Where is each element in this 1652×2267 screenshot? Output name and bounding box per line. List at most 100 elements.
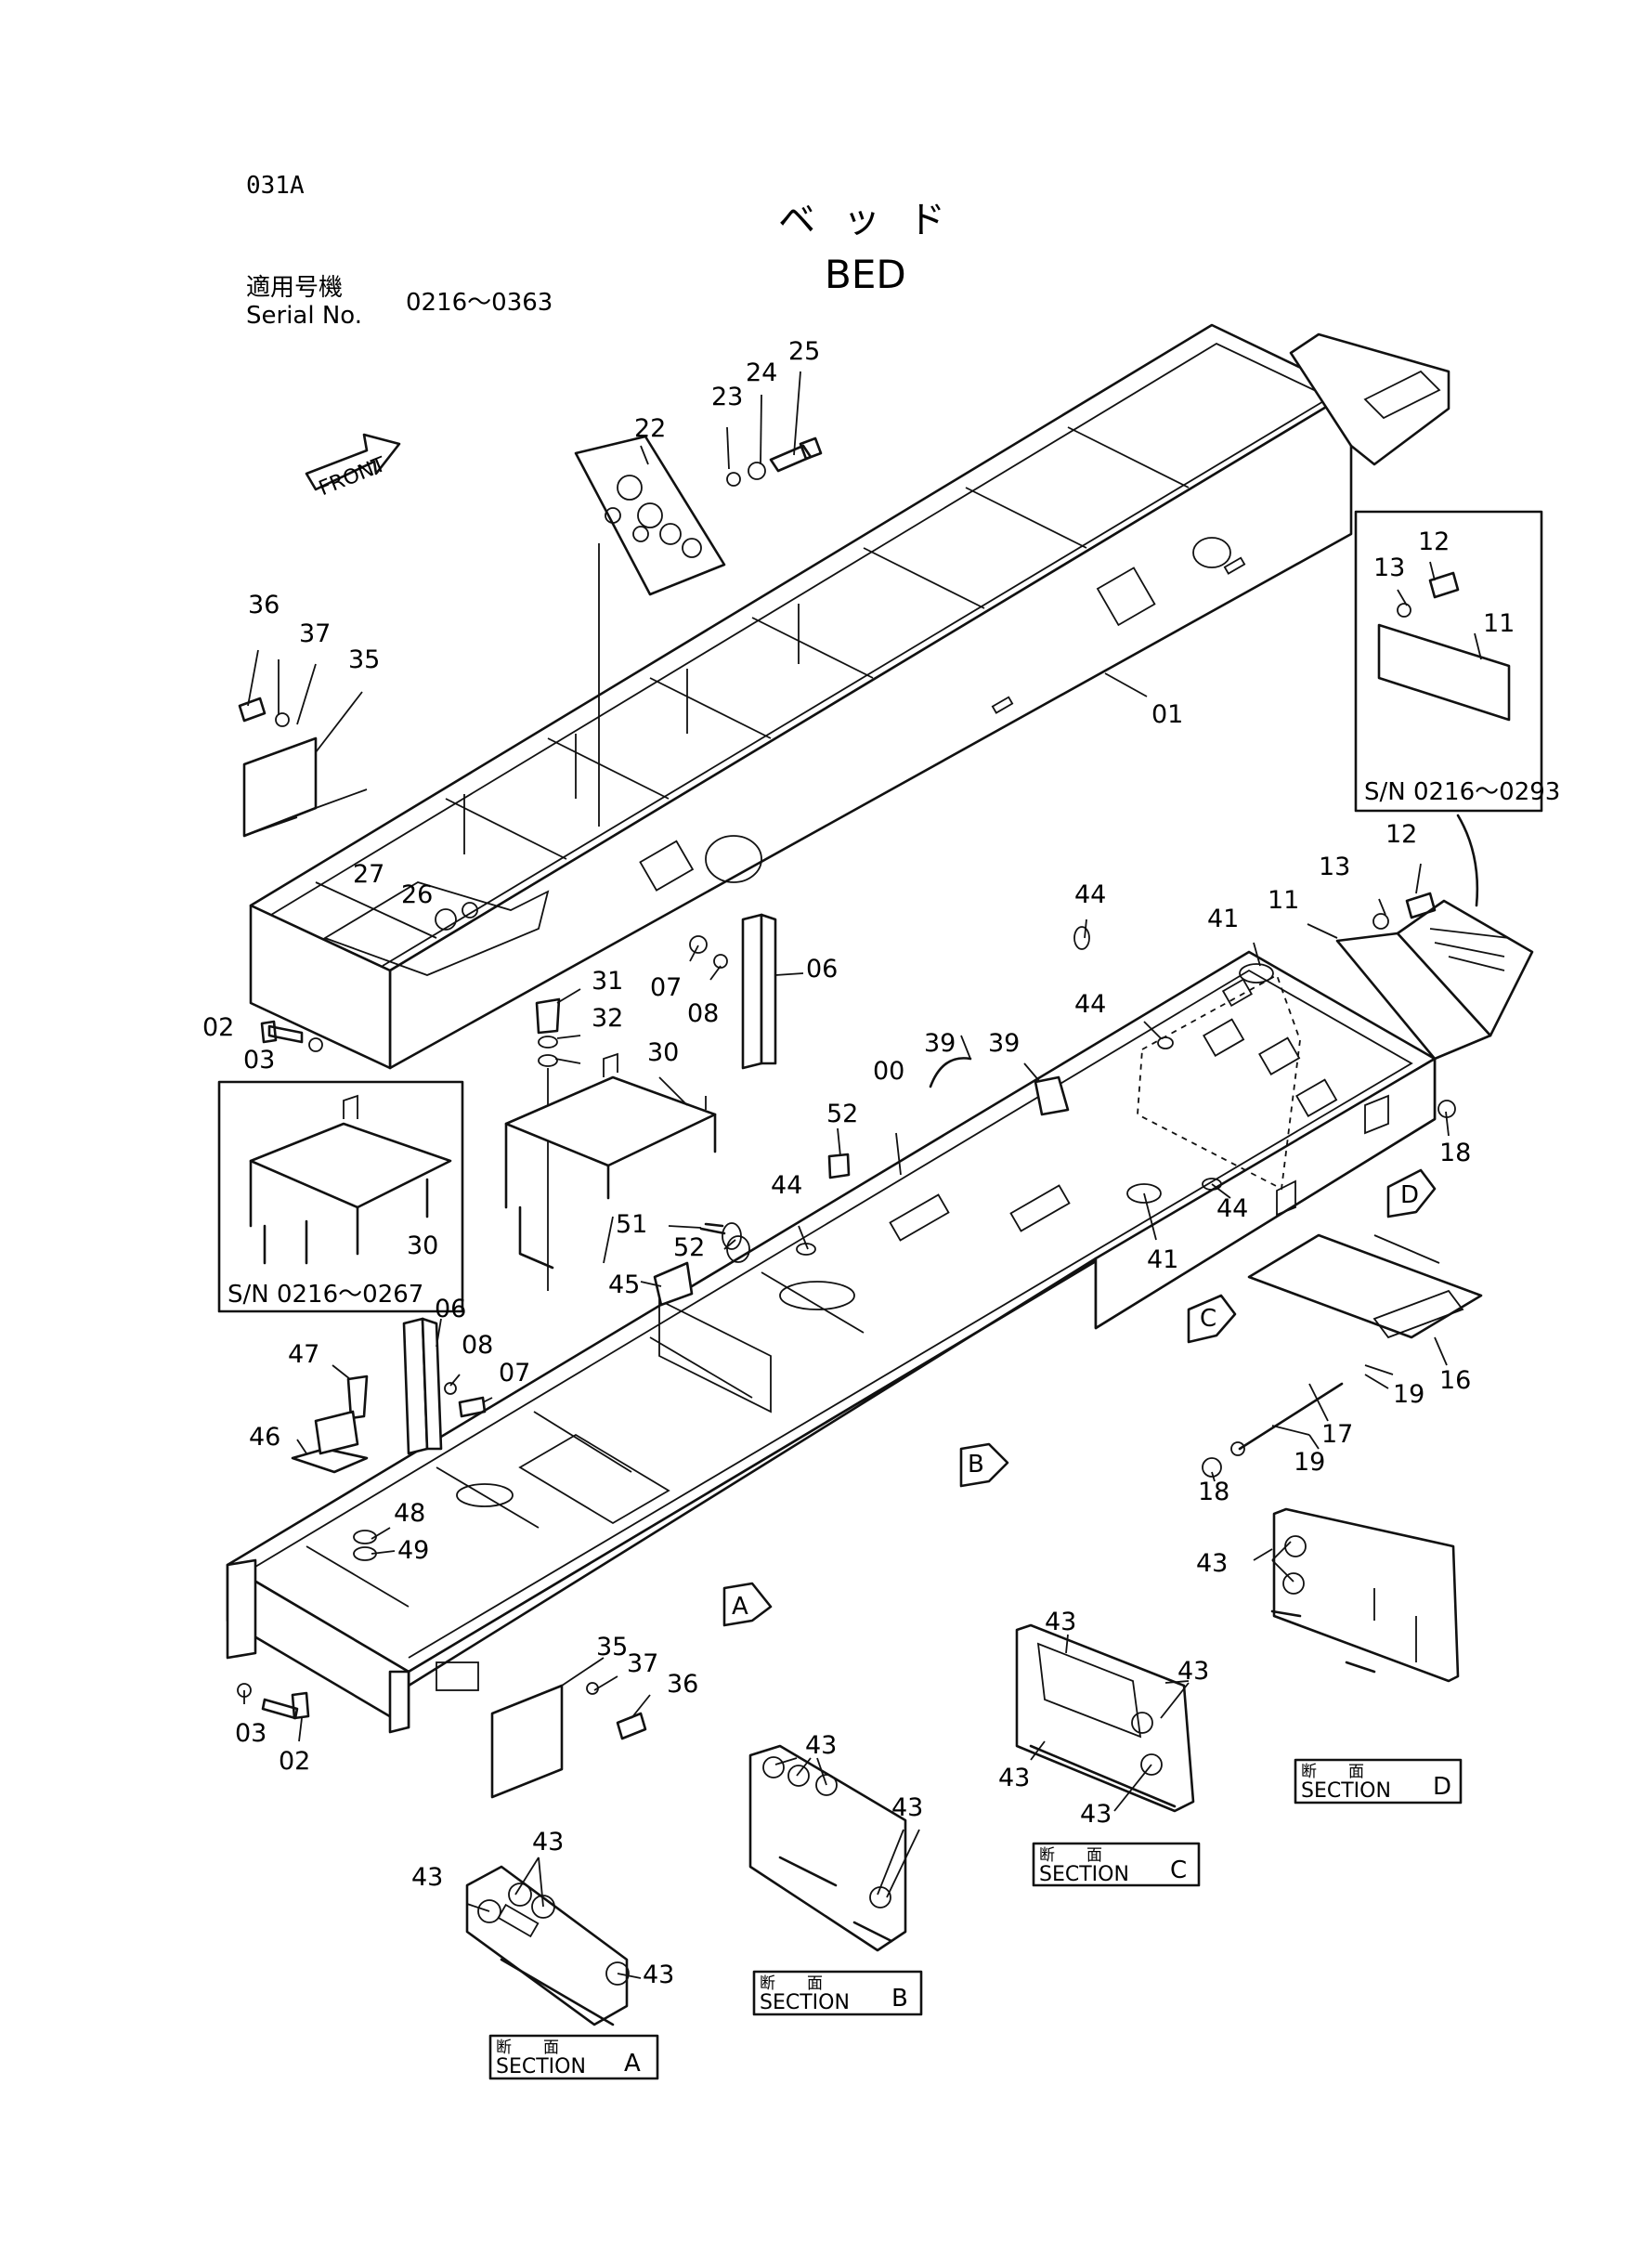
callout-46: 46: [249, 1423, 280, 1452]
callout-43-c-bottom: 43: [1080, 1800, 1112, 1829]
svg-text:断 面: 断 面: [760, 1974, 823, 1993]
cover-plate-35-lower: [490, 1682, 647, 1799]
platform-30-center: [504, 1052, 717, 1270]
svg-text:SECTION: SECTION: [760, 1991, 850, 2014]
plate-22: [574, 435, 726, 827]
svg-text:A: A: [732, 1593, 748, 1621]
callout-44-mid: 44: [1074, 990, 1106, 1019]
callout-39-left: 39: [924, 1029, 956, 1058]
inset-upper-right-serial: S/N 0216〜0293: [1364, 778, 1560, 806]
callout-06-upper: 06: [806, 955, 838, 984]
callout-32: 32: [592, 1004, 623, 1033]
svg-text:断 面: 断 面: [1039, 1846, 1102, 1865]
svg-text:断 面: 断 面: [1301, 1763, 1364, 1781]
svg-text:FRONT: FRONT: [316, 453, 390, 502]
callout-25: 24: [746, 358, 777, 387]
upper-bed-frame: [249, 323, 1450, 1070]
callout-41-rear: 41: [1207, 905, 1239, 933]
callout-43-b-right: 43: [891, 1793, 923, 1822]
callout-43-a-left: 43: [411, 1863, 443, 1892]
clip-39: [929, 1057, 1070, 1116]
svg-text:C: C: [1200, 1305, 1216, 1333]
callout-08-upper: 08: [687, 999, 719, 1028]
cover-plate-35-upper: [238, 697, 368, 838]
callout-06-lower: 06: [435, 1295, 466, 1323]
fasteners-51-52-45: [653, 1153, 851, 1307]
view-marker-a: A: [722, 1582, 773, 1627]
callout-22: 22: [634, 414, 666, 443]
callout-43-d: 43: [1196, 1549, 1228, 1578]
callout-51: 51: [616, 1210, 647, 1239]
callout-43-b-top: 43: [805, 1731, 837, 1760]
serial-range: 0216〜0363: [406, 289, 553, 317]
callout-24: 25: [788, 337, 820, 366]
section-a-detail: [465, 1865, 630, 2026]
bolt-23-24-25: [726, 436, 823, 487]
callout-12-inset: 12: [1418, 528, 1450, 556]
rear-plate-11: [1335, 892, 1534, 1061]
serial-label-english: Serial No.: [246, 302, 362, 330]
section-c-detail: [1015, 1623, 1195, 1813]
callout-43-c-left: 43: [998, 1764, 1030, 1792]
callout-13-inset: 13: [1373, 554, 1405, 582]
callout-26: 26: [401, 880, 433, 909]
grommet-41-mid: [1126, 1183, 1162, 1204]
callout-07-upper: 07: [650, 973, 682, 1002]
callout-13: 13: [1319, 853, 1350, 881]
callout-41-mid: 41: [1147, 1245, 1178, 1274]
callout-52-upper: 52: [826, 1100, 858, 1128]
callout-36-lower: 36: [667, 1670, 698, 1699]
callout-43-c-top: 43: [1045, 1608, 1076, 1636]
callout-44-top: 44: [1074, 880, 1106, 909]
callout-44-right: 44: [1216, 1194, 1248, 1223]
view-marker-d: D: [1386, 1168, 1437, 1218]
inset-left: S/N 0216〜0267: [217, 1080, 464, 1313]
rod-17: [1202, 1094, 1456, 1478]
cover-16: [1247, 1233, 1483, 1339]
svg-text:SECTION: SECTION: [1301, 1779, 1391, 1803]
view-marker-c: C: [1187, 1294, 1237, 1344]
callout-35-upper: 35: [348, 645, 380, 674]
callout-49: 49: [397, 1536, 429, 1565]
svg-text:B: B: [968, 1451, 984, 1479]
callout-23: 23: [711, 383, 743, 411]
callout-18-right: 18: [1439, 1139, 1471, 1167]
inset-left-serial: S/N 0216〜0267: [228, 1281, 423, 1309]
lower-bed-frame: [226, 950, 1437, 1734]
callout-18-left: 18: [1198, 1478, 1229, 1506]
callout-47: 47: [288, 1340, 319, 1369]
section-label-b: 断 面 SECTION B: [752, 1970, 923, 2016]
callout-35-lower: 35: [596, 1633, 628, 1661]
callout-48: 48: [394, 1499, 425, 1528]
callout-11: 11: [1268, 886, 1299, 915]
svg-text:A: A: [624, 2050, 641, 2078]
svg-text:D: D: [1433, 1773, 1451, 1801]
callout-30-inset: 30: [407, 1231, 438, 1260]
front-arrow-icon: FRONT: [305, 433, 401, 502]
callout-02-lower: 02: [279, 1747, 310, 1776]
bracket-06-upper: [689, 913, 777, 1070]
leader-lines: [243, 371, 1482, 1979]
serial-label-japanese: 適用号機: [246, 274, 343, 302]
callout-36-upper: 36: [248, 591, 280, 619]
nut-26-27: [435, 902, 478, 931]
title-japanese: ベッド: [778, 199, 973, 241]
bolt-02-03-upper: [260, 1020, 323, 1052]
svg-text:断 面: 断 面: [496, 2039, 559, 2057]
callout-31: 31: [592, 967, 623, 996]
callout-45: 45: [608, 1270, 640, 1299]
callout-00: 00: [873, 1057, 904, 1086]
callout-39-right: 39: [988, 1029, 1020, 1058]
washers-44: [796, 926, 1222, 1256]
callout-03-lower: 03: [235, 1719, 267, 1748]
inset-upper-right: S/N 0216〜0293: [1354, 510, 1560, 813]
view-marker-b: B: [959, 1442, 1009, 1488]
callout-30-center: 30: [647, 1038, 679, 1067]
section-label-a: 断 面 SECTION A: [488, 2034, 659, 2080]
svg-text:SECTION: SECTION: [1039, 1863, 1129, 1886]
svg-text:D: D: [1400, 1181, 1419, 1209]
bolt-02-03-lower: [237, 1683, 310, 1720]
svg-text:B: B: [891, 1985, 908, 2013]
callout-08-lower: 08: [462, 1331, 493, 1360]
